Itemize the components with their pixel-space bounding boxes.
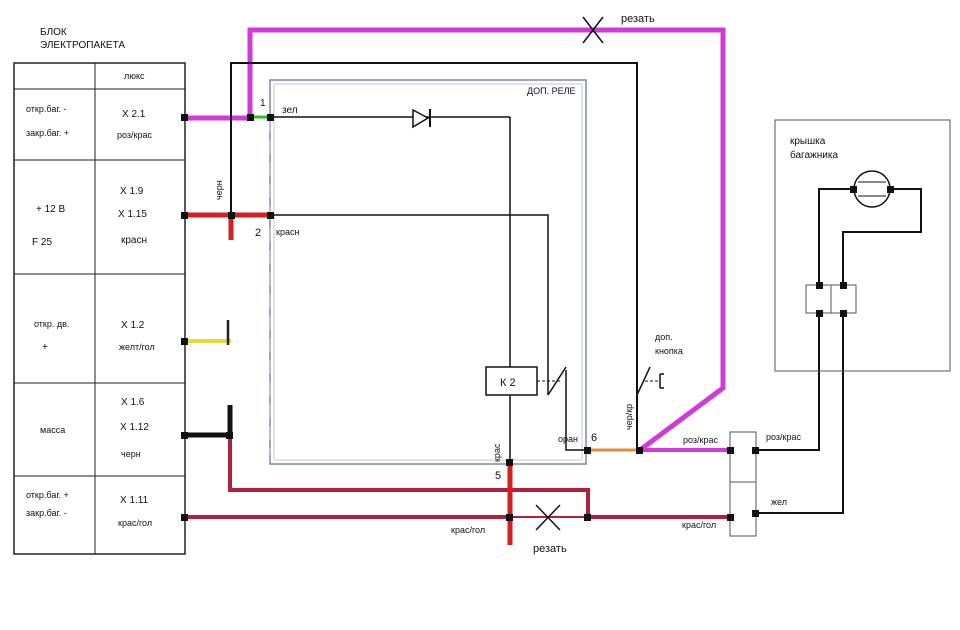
trunk-lid-box xyxy=(774,119,951,372)
motor-wire-left xyxy=(818,188,854,285)
relay-inner-outline xyxy=(273,83,583,461)
wire-kras-label: крас xyxy=(492,443,502,462)
relay-switch-blade xyxy=(547,366,567,396)
pink-wire-top xyxy=(185,27,726,453)
junction-dot xyxy=(727,514,734,521)
row1-pin-line2: роз/крас xyxy=(117,130,152,140)
junction-dot xyxy=(752,447,759,454)
row4-pin-line1: X 1.6 xyxy=(121,397,145,408)
internal-wire-switch-out xyxy=(565,370,588,451)
row2-pin-line2: X 1.15 xyxy=(118,209,147,220)
junction-dots xyxy=(181,114,894,521)
junction-dot xyxy=(181,114,188,121)
junction-dot xyxy=(850,186,857,193)
row2-label-line2: F 25 xyxy=(32,237,52,248)
row4-pin-line3: черн xyxy=(121,449,141,459)
junction-dot xyxy=(506,514,513,521)
row2-pin-line3: красн xyxy=(121,235,147,246)
motor-icon xyxy=(853,170,891,208)
junction-dot xyxy=(247,114,254,121)
relay-coil-label: К 2 xyxy=(500,377,516,389)
junction-dot xyxy=(181,212,188,219)
junction-dot xyxy=(181,432,188,439)
row1-label-line2: закр.баг. + xyxy=(26,128,69,138)
internal-wire-pin2 xyxy=(270,214,549,395)
junction-dot xyxy=(887,186,894,193)
pin5-label: 5 xyxy=(495,470,501,482)
junction-dot xyxy=(181,338,188,345)
motor-wire-right xyxy=(842,188,922,285)
pin1-label: 1 xyxy=(260,98,266,109)
electropacket-block: БЛОК ЭЛЕКТРОПАКЕТА люкс откр.баг. - закр… xyxy=(13,27,186,555)
row1-label-line1: откр.баг. - xyxy=(26,104,67,114)
extra-button-icon xyxy=(636,366,664,396)
row3-label-line1: откр. дв. xyxy=(34,319,69,329)
wire-to-trunk-yellow xyxy=(756,313,844,514)
cher-kr-label: чер/кр xyxy=(624,404,634,430)
row3-pin-line1: X 1.2 xyxy=(121,320,145,331)
wire-oran-label: оран xyxy=(558,434,578,444)
row3-label-line2: + xyxy=(42,342,48,353)
cut-marker-bottom-icon xyxy=(535,504,561,531)
relay-outline xyxy=(269,79,587,465)
block-header-lux: люкс xyxy=(124,71,145,81)
junction-dot xyxy=(816,310,823,317)
junction-dot xyxy=(636,447,643,454)
junction-dot xyxy=(840,282,847,289)
cut-marker-top-icon xyxy=(582,16,604,44)
cut-label-bottom: резать xyxy=(533,543,567,555)
diode-icon xyxy=(412,108,431,129)
ros-kras-label-2: роз/крас xyxy=(766,432,801,442)
wire-krasn-label: красн xyxy=(276,227,299,237)
darkred-wire-to-relay xyxy=(228,435,590,517)
junction-dot xyxy=(506,459,513,466)
junction-dot xyxy=(181,514,188,521)
black-wire-top xyxy=(230,62,638,450)
pin6-label: 6 xyxy=(591,432,597,444)
kras-gol-label-2: крас/гол xyxy=(451,525,485,535)
junction-dot xyxy=(840,310,847,317)
row1-pin-line1: X 2.1 xyxy=(122,109,146,120)
extra-button-label-line2: кнопка xyxy=(655,346,683,356)
junction-dot xyxy=(584,514,591,521)
junction-dot xyxy=(267,114,274,121)
connector-block xyxy=(729,431,757,537)
junction-dot xyxy=(584,447,591,454)
black-wire-label: черн xyxy=(214,180,224,200)
junction-dot xyxy=(267,212,274,219)
block-outline xyxy=(13,62,186,555)
ros-kras-label-1: роз/крас xyxy=(683,435,718,445)
row4-label-line1: масса xyxy=(40,425,65,435)
junction-dot xyxy=(752,510,759,517)
junction-dot xyxy=(228,212,235,219)
junction-dot xyxy=(226,432,233,439)
kras-gol-label-1: крас/гол xyxy=(682,520,716,530)
pin2-label: 2 xyxy=(255,227,261,239)
row5-label-line2: закр.баг. - xyxy=(26,508,67,518)
trunk-title-line1: крышка xyxy=(790,136,826,147)
row5-label-line1: откр.баг. + xyxy=(26,490,69,500)
wire-zel-label: зел xyxy=(282,105,298,116)
block-title-line1: БЛОК xyxy=(40,27,67,38)
zhel-label: жел xyxy=(771,497,787,507)
relay-title: ДОП. РЕЛЕ xyxy=(527,86,575,96)
row3-pin-line2: желт/гол xyxy=(119,342,155,352)
trunk-title-line2: багажника xyxy=(790,149,838,161)
extra-relay: ДОП. РЕЛЕ xyxy=(269,79,587,465)
wire-to-trunk-rose xyxy=(756,313,820,451)
row2-label-line1: + 12 В xyxy=(36,204,66,215)
extra-button-label-line1: доп. xyxy=(655,332,673,342)
junction-dot xyxy=(727,447,734,454)
row5-pin-line2: крас/гол xyxy=(118,518,152,528)
junction-dot xyxy=(816,282,823,289)
row2-pin-line1: X 1.9 xyxy=(120,186,144,197)
row4-pin-line2: X 1.12 xyxy=(120,422,149,433)
cut-label-top: резать xyxy=(621,13,655,25)
row5-pin-line1: X 1.11 xyxy=(120,495,149,506)
block-title-line2: ЭЛЕКТРОПАКЕТА xyxy=(40,40,125,51)
